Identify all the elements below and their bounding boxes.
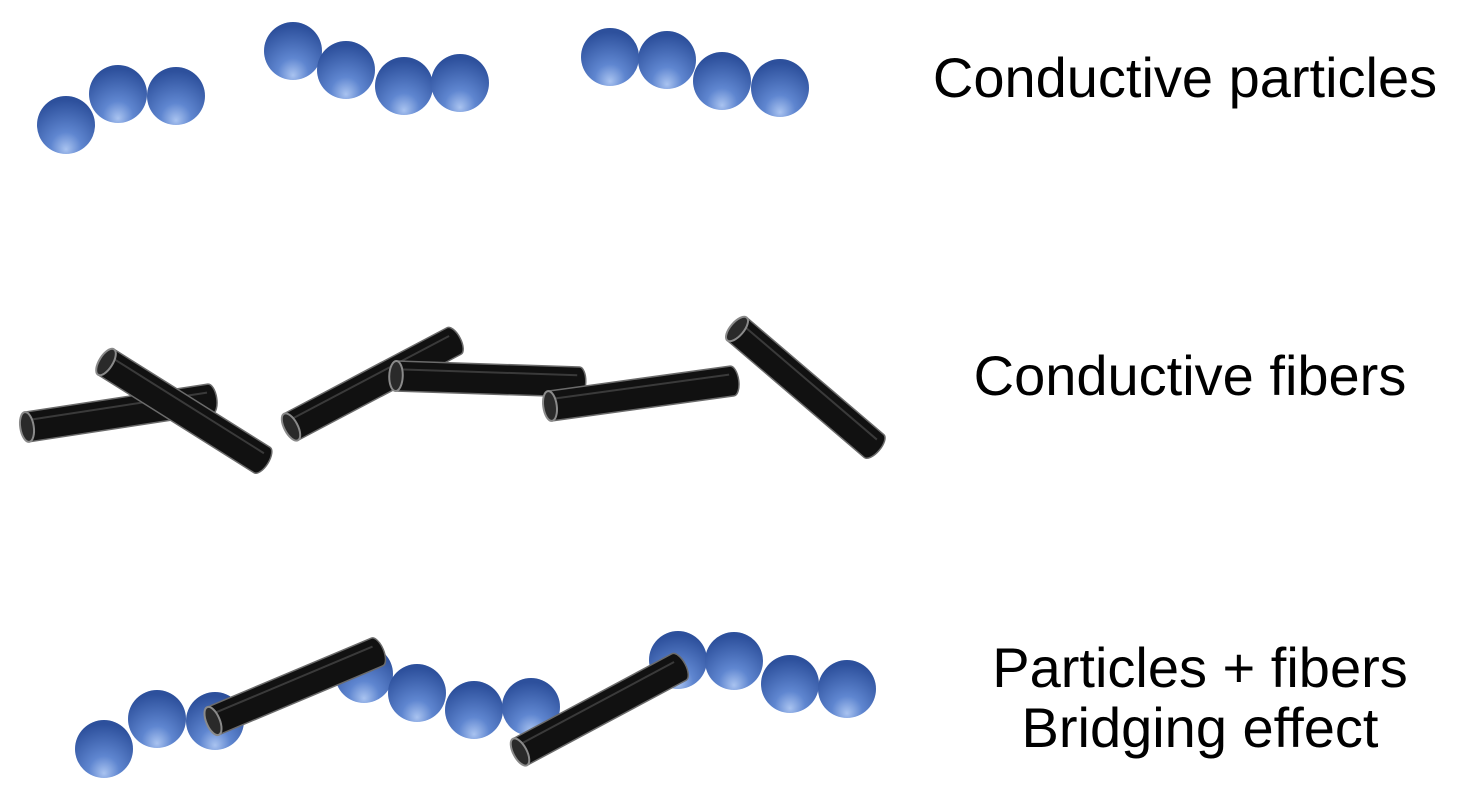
conductive-fiber-icon: [509, 652, 689, 767]
fibers-row: [18, 315, 886, 474]
conductive-fiber-icon: [280, 326, 464, 442]
conductive-particle-icon: [317, 41, 375, 99]
label-bridging-effect: Bridging effect: [1021, 696, 1379, 759]
conductive-particle-icon: [818, 660, 876, 718]
particles-row: [37, 22, 809, 154]
conductive-particle-icon: [89, 65, 147, 123]
conductive-fiber-icon: [388, 360, 587, 398]
conductive-particle-icon: [751, 59, 809, 117]
conductive-fiber-icon: [95, 347, 273, 474]
conductive-particle-icon: [128, 690, 186, 748]
conductive-particle-icon: [761, 655, 819, 713]
conductive-particle-icon: [638, 31, 696, 89]
conductive-fiber-icon: [542, 365, 740, 422]
conductive-particle-icon: [705, 632, 763, 690]
conductive-particle-icon: [445, 681, 503, 739]
label-particles-fibers-line1: Particles + fibers: [992, 636, 1408, 699]
conductive-fiber-icon: [724, 315, 886, 459]
conductive-particle-icon: [37, 96, 95, 154]
conductive-particle-icon: [147, 67, 205, 125]
conductive-particle-icon: [581, 28, 639, 86]
conductive-particle-icon: [693, 52, 751, 110]
label-conductive-fibers: Conductive fibers: [973, 344, 1407, 407]
conductive-particle-icon: [375, 57, 433, 115]
conductive-particle-icon: [388, 664, 446, 722]
label-conductive-particles: Conductive particles: [932, 46, 1438, 109]
conductive-particle-icon: [264, 22, 322, 80]
conductive-particle-icon: [75, 720, 133, 778]
conductive-particle-icon: [431, 54, 489, 112]
combo-row: [75, 631, 876, 778]
label-particles-fibers: Particles + fibers Bridging effect: [955, 638, 1445, 758]
conductive-fiber-icon: [203, 637, 387, 737]
